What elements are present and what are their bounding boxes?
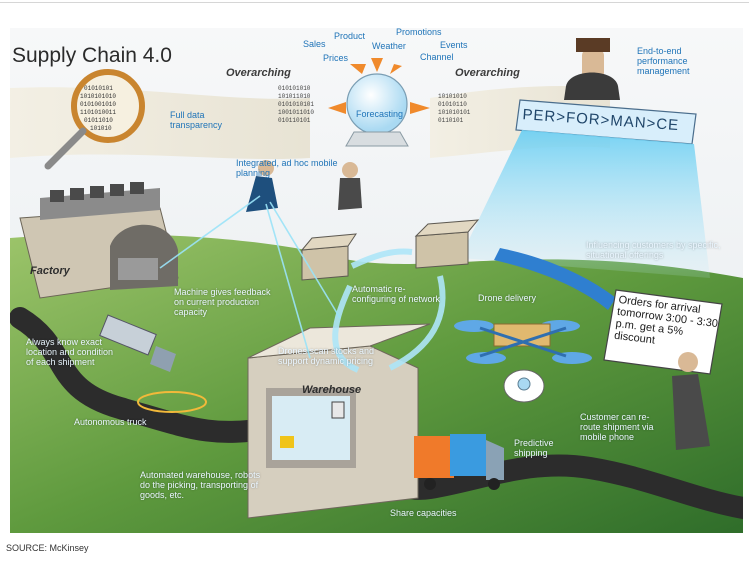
svg-text:01010101: 01010101 [84,85,113,92]
forecasting-label: Forecasting [356,109,404,119]
svg-text:010110101: 010110101 [278,117,311,124]
svg-text:1010101010: 1010101010 [80,93,116,100]
svg-text:0101001010: 0101001010 [80,101,116,108]
svg-text:0101010101: 0101010101 [278,101,314,108]
svg-text:101010: 101010 [90,125,112,132]
overarching-label-right: Overarching [455,67,520,79]
network-reconfiguring-label: Automatic re-configuring of network [352,284,441,304]
drones-scan-label: Drones scan stocks and support dynamic p… [278,346,375,366]
forecast-input-promotions: Promotions [396,27,442,37]
svg-text:01011010: 01011010 [84,117,113,124]
page-title: Supply Chain 4.0 [12,44,172,67]
share-capacities-label: Share capacities [390,508,457,518]
svg-text:0110101: 0110101 [438,117,464,124]
forecast-input-sales: Sales [303,39,326,49]
performance-management-label: End-to-end performance management [637,46,690,76]
forecast-input-events: Events [440,40,468,50]
drone-delivery-label: Drone delivery [478,293,537,303]
forecast-input-weather: Weather [372,41,406,51]
mobile-planning-label: Integrated, ad hoc mobile planning [236,158,338,178]
svg-text:101010101: 101010101 [438,109,471,116]
source-credit: SOURCE: McKinsey [6,543,89,553]
predictive-shipping-label: Predictive shipping [514,438,554,458]
factory-label: Factory [30,265,70,277]
svg-text:01010110: 01010110 [438,101,467,108]
svg-text:101011010: 101011010 [278,93,311,100]
machine-feedback-label: Machine gives feedback on current produc… [174,287,271,317]
automated-warehouse-label: Automated warehouse, robots do the picki… [140,470,261,500]
svg-text:010101010: 010101010 [278,85,311,92]
customer-reroute-label: Customer can re-route shipment via mobil… [580,412,654,442]
full-data-transparency-label: Full data transparency [170,110,223,130]
forecast-input-product: Product [334,31,366,41]
svg-text:1001011010: 1001011010 [278,109,314,116]
influencing-customers-label: Influencing customers by specific, situa… [586,240,721,260]
autonomous-truck-label: Autonomous truck [74,417,147,427]
svg-text:10101010: 10101010 [438,93,467,100]
warehouse-label: Warehouse [302,384,362,396]
shipment-tracking-label: Always know exact location and condition… [26,337,114,367]
overarching-label-left: Overarching [226,67,291,79]
svg-text:1101010011: 1101010011 [80,109,116,116]
top-divider [0,2,749,3]
forecast-input-channel: Channel [420,52,454,62]
forecast-input-prices: Prices [323,53,349,63]
